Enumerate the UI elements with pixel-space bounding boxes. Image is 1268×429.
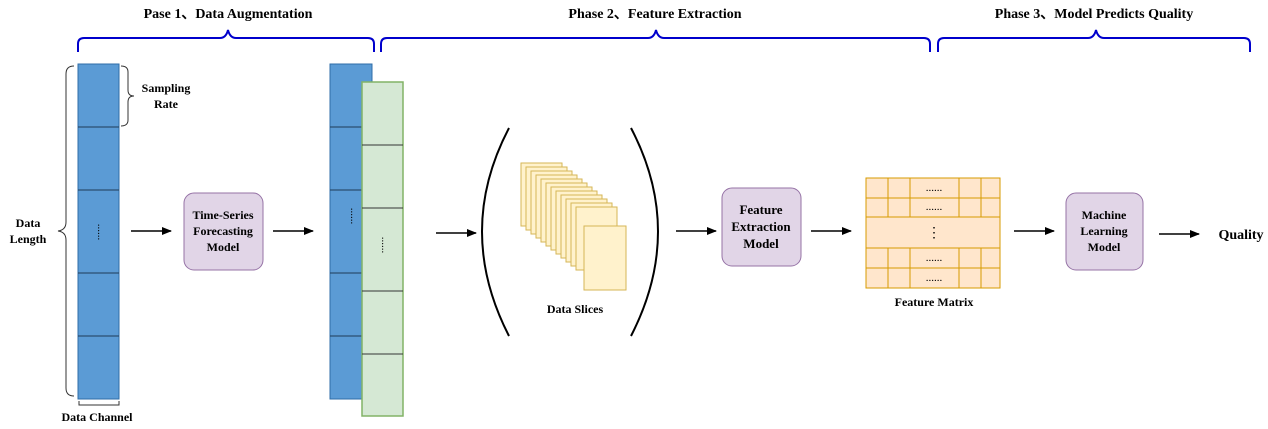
feature-extraction-label-line1: Feature xyxy=(739,202,782,217)
forecasting-model-label-line2: Forecasting xyxy=(193,224,253,238)
data-channel-brace xyxy=(78,401,120,406)
feature-extraction-label-line2: Extraction xyxy=(731,219,791,234)
matrix-row-4-ellipsis: ...... xyxy=(926,272,943,284)
ml-model-label-line1: Machine xyxy=(1082,208,1127,222)
data-length-brace xyxy=(57,65,75,397)
matrix-row-3-ellipsis: ...... xyxy=(926,252,943,264)
data-channel-label: Data Channel xyxy=(61,410,133,424)
quality-label: Quality xyxy=(1218,228,1263,243)
augmented-original-ellipsis: ...... xyxy=(348,208,360,225)
feature-extraction-label-line3: Model xyxy=(743,236,779,251)
augmented-forecast-column xyxy=(361,81,404,417)
sampling-rate-label-line2: Rate xyxy=(154,97,179,111)
sampling-rate-brace xyxy=(120,65,135,127)
matrix-row-1-ellipsis: ...... xyxy=(926,182,943,194)
left-parenthesis xyxy=(481,127,510,337)
matrix-row-2-ellipsis: ...... xyxy=(926,201,943,213)
forecasting-model-label-line3: Model xyxy=(207,240,240,254)
right-parenthesis xyxy=(630,127,659,337)
ml-model-label-line3: Model xyxy=(1088,240,1121,254)
feature-matrix-label: Feature Matrix xyxy=(895,295,974,309)
phase-3-title: Phase 3、Model Predicts Quality xyxy=(995,7,1193,22)
phase-2-brace xyxy=(380,29,931,52)
forecasting-model-box xyxy=(183,192,264,271)
ml-model-label-line2: Learning xyxy=(1080,224,1127,238)
phase-1-title: Pase 1、Data Augmentation xyxy=(144,7,313,22)
data-length-label-line1: Data xyxy=(16,216,41,230)
feature-extraction-model-box xyxy=(721,187,802,267)
augmented-forecast-ellipsis: ...... xyxy=(379,237,391,254)
data-length-label-line2: Length xyxy=(10,232,47,246)
matrix-vertical-ellipsis: ⋮ xyxy=(927,226,941,241)
ml-model-box xyxy=(1065,192,1144,271)
sampling-rate-label-line1: Sampling xyxy=(142,81,191,95)
phase-2-title: Phase 2、Feature Extraction xyxy=(568,7,741,22)
input-data-column xyxy=(77,63,120,400)
phase-1-brace xyxy=(77,29,375,52)
feature-matrix-grid xyxy=(865,177,1001,289)
data-slices-label: Data Slices xyxy=(547,302,604,316)
data-slices-stack xyxy=(520,162,627,291)
phase-3-brace xyxy=(937,29,1251,52)
input-ellipsis: ...... xyxy=(95,224,107,241)
forecasting-model-label-line1: Time-Series xyxy=(192,208,253,222)
